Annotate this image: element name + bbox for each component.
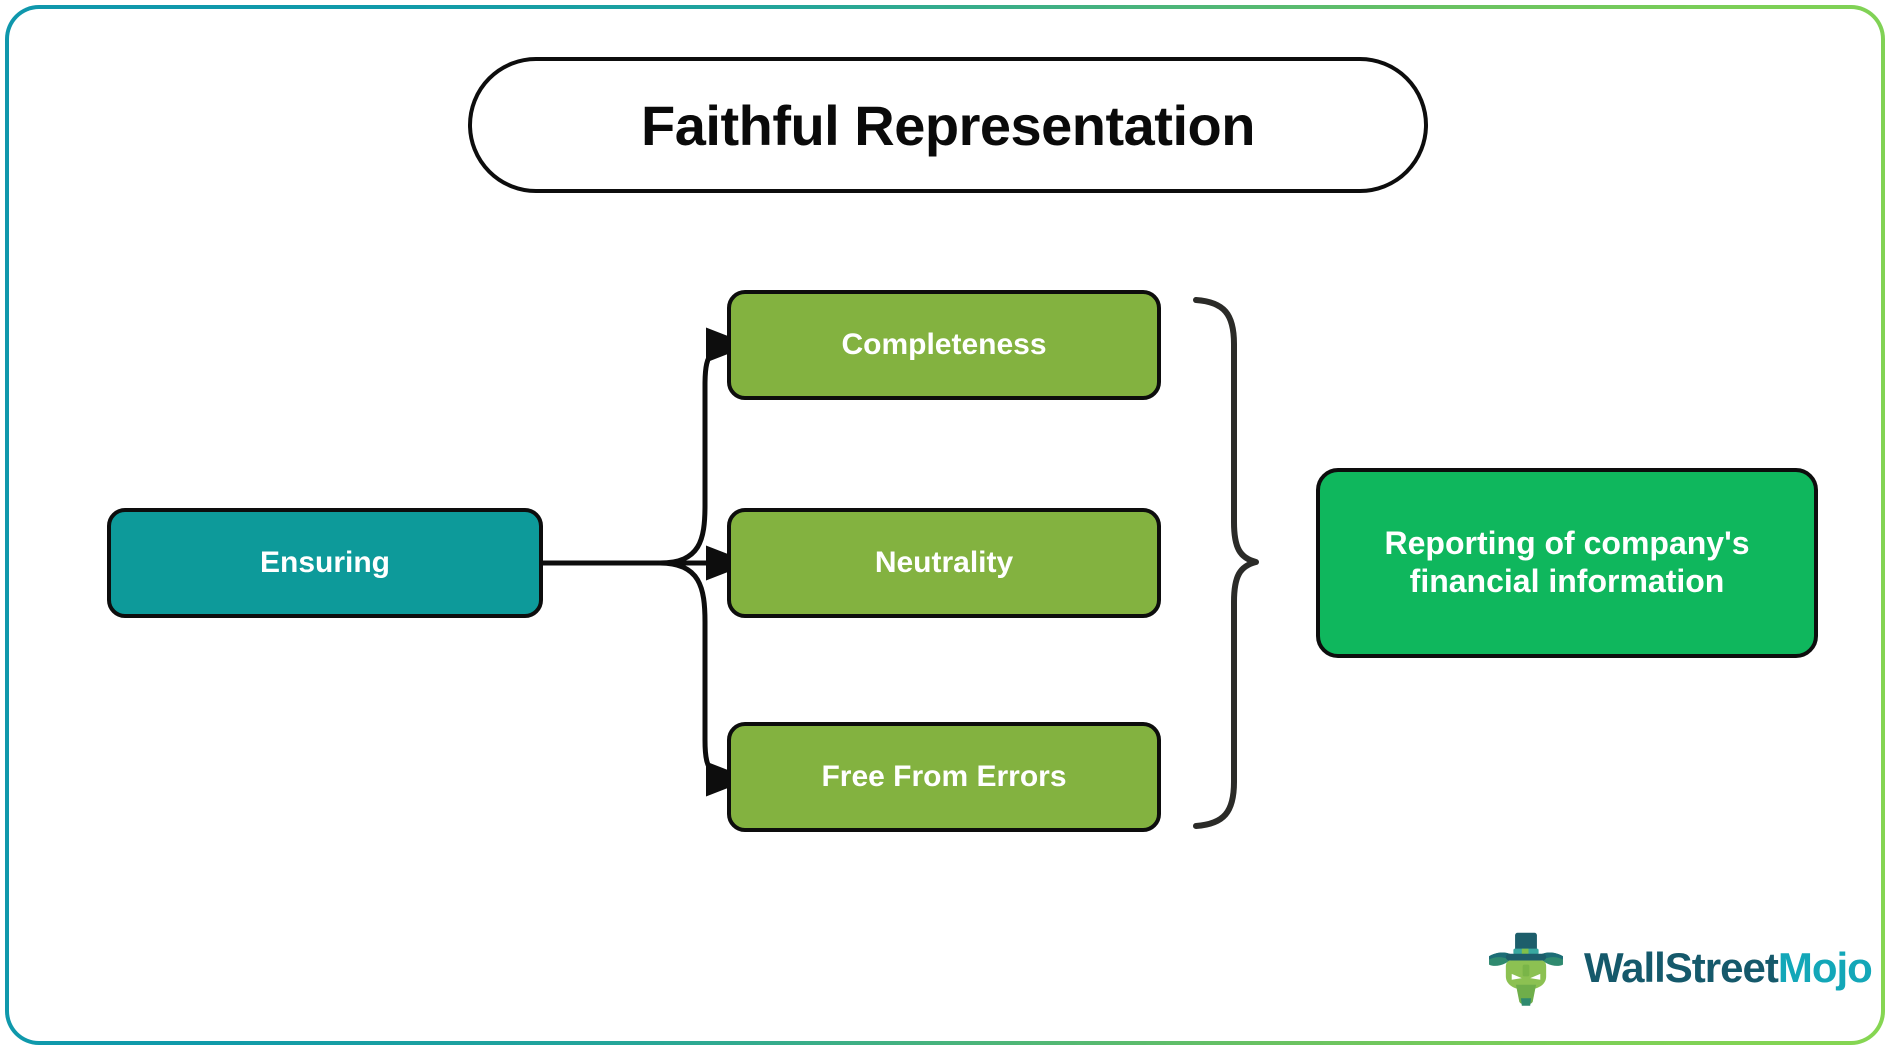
node-neutrality[interactable]: Neutrality — [727, 508, 1161, 618]
node-ensuring-label: Ensuring — [259, 546, 390, 580]
logo-wordmark: WallStreetMojo — [1584, 944, 1873, 992]
wallstreetmojo-logo[interactable]: WallStreetMojo — [1484, 920, 1873, 1016]
logo-wordmark-part1: WallStreet — [1584, 944, 1779, 991]
node-free-from-errors-label: Free From Errors — [821, 760, 1067, 794]
node-free-from-errors[interactable]: Free From Errors — [727, 722, 1161, 832]
bull-with-top-hat-icon — [1489, 932, 1563, 1006]
node-ensuring[interactable]: Ensuring — [107, 508, 543, 618]
node-reporting-result[interactable]: Reporting of company's financial informa… — [1316, 468, 1818, 658]
page-title: Faithful Representation — [641, 93, 1255, 157]
node-neutrality-label: Neutrality — [874, 546, 1014, 580]
node-completeness[interactable]: Completeness — [727, 290, 1161, 400]
node-reporting-result-label: Reporting of company's financial informa… — [1384, 525, 1750, 599]
node-completeness-label: Completeness — [841, 328, 1047, 362]
diagram-title-pill: Faithful Representation — [468, 57, 1428, 193]
logo-wordmark-part2: Mojo — [1777, 944, 1873, 991]
